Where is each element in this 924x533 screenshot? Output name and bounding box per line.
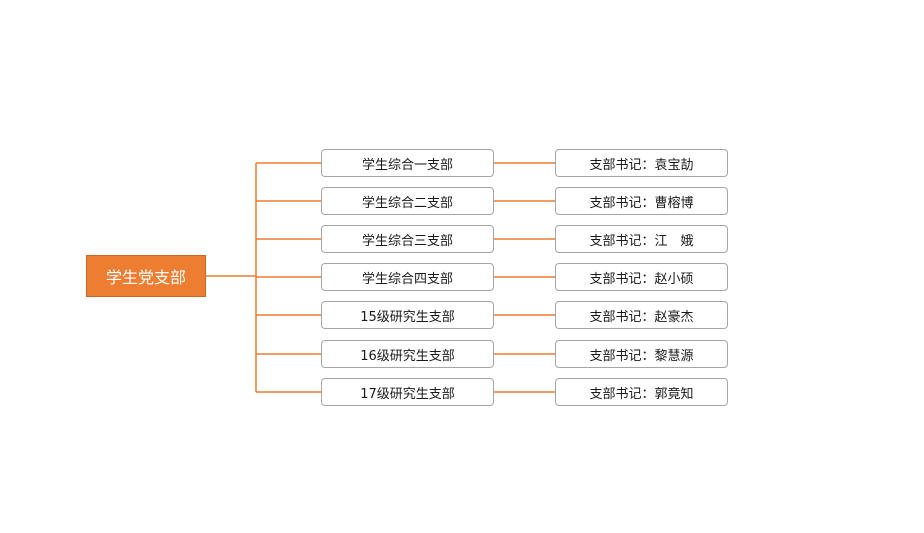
branch-node: 学生综合一支部 — [321, 149, 494, 177]
secretary-node: 支部书记：袁宝劼 — [555, 149, 728, 177]
secretary-node: 支部书记：黎慧源 — [555, 340, 728, 368]
branch-node: 17级研究生支部 — [321, 378, 494, 406]
secretary-node: 支部书记：赵豪杰 — [555, 301, 728, 329]
secretary-node: 支部书记：江 娥 — [555, 225, 728, 253]
secretary-node: 支部书记：曹榕博 — [555, 187, 728, 215]
secretary-node: 支部书记：赵小硕 — [555, 263, 728, 291]
secretary-node: 支部书记：郭竟知 — [555, 378, 728, 406]
branch-node: 学生综合三支部 — [321, 225, 494, 253]
root-node: 学生党支部 — [86, 255, 206, 297]
branch-node: 16级研究生支部 — [321, 340, 494, 368]
branch-node: 学生综合四支部 — [321, 263, 494, 291]
branch-node: 学生综合二支部 — [321, 187, 494, 215]
branch-node: 15级研究生支部 — [321, 301, 494, 329]
